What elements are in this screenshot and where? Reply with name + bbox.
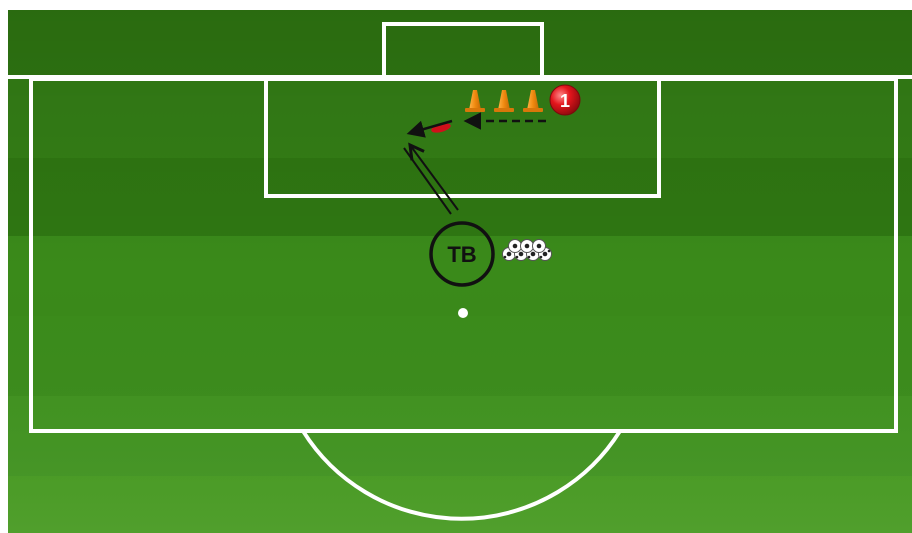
six-yard-box — [264, 77, 661, 198]
cone — [465, 90, 485, 112]
player-label: 1 — [560, 91, 570, 111]
coach-label: TB — [447, 242, 476, 267]
ball-pile — [502, 239, 552, 261]
grass-stripes — [8, 10, 912, 533]
ball — [532, 239, 546, 253]
penalty-spot — [458, 308, 468, 318]
ball — [508, 239, 522, 253]
player-marker: 1 — [549, 84, 581, 116]
cone — [523, 90, 543, 112]
cone — [494, 90, 514, 112]
ball — [520, 239, 534, 253]
pass-arrow — [406, 119, 453, 138]
double-line-arrow — [403, 145, 459, 215]
coach-marker: TB — [429, 221, 495, 287]
cone-group — [465, 90, 543, 112]
penalty-arc — [301, 429, 622, 521]
pitch-lines — [8, 22, 912, 521]
